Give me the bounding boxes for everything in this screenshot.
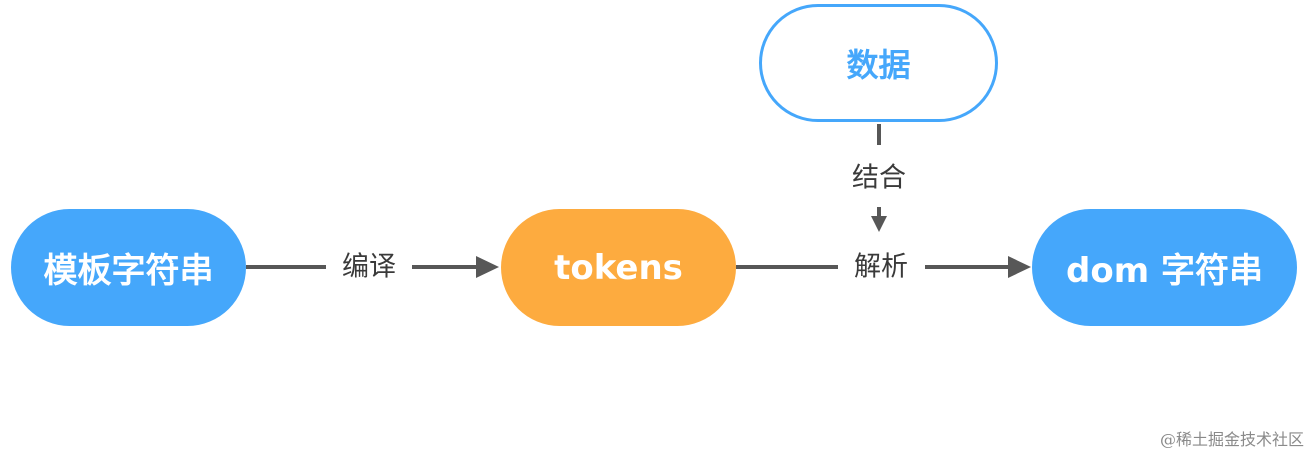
node-data: 数据 [759, 4, 998, 122]
edge-label-combine: 结合 [852, 162, 906, 194]
node-dom-string: dom 字符串 [1032, 209, 1297, 326]
node-data-label: 数据 [846, 46, 911, 84]
node-dom-string-label: dom 字符串 [1066, 251, 1263, 291]
arrowhead-to-parse [871, 216, 887, 232]
edge-label-parse: 解析 [854, 251, 908, 283]
edge-label-compile: 编译 [342, 251, 396, 283]
node-tokens-label: tokens [554, 247, 683, 288]
node-tokens: tokens [501, 209, 736, 326]
watermark: @稀土掘金技术社区 [1159, 430, 1304, 449]
node-template-string: 模板字符串 [11, 209, 246, 326]
arrowhead-to-tokens [476, 256, 499, 278]
node-template-string-label: 模板字符串 [43, 251, 214, 291]
arrowhead-to-dom [1008, 256, 1031, 278]
